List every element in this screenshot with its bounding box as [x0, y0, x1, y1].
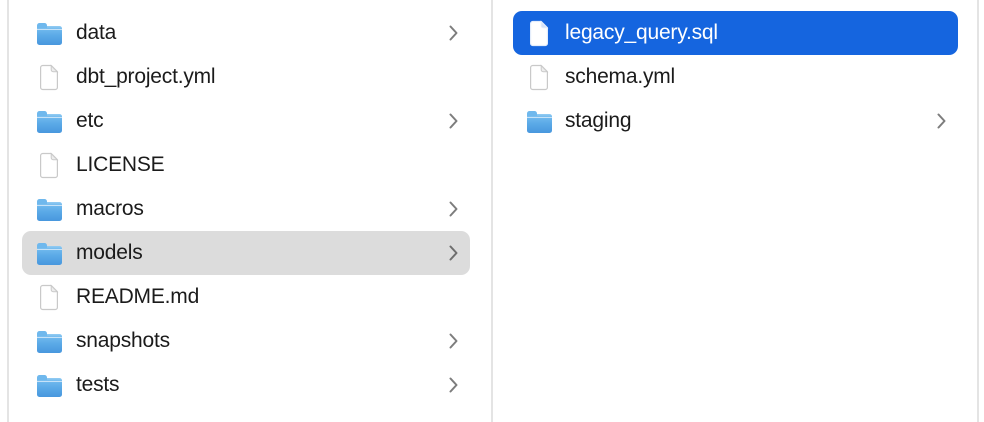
file-name: snapshots: [76, 329, 170, 352]
document-icon: [36, 150, 62, 180]
row-staging[interactable]: staging: [513, 99, 958, 143]
folder-icon: [36, 370, 62, 400]
file-name: etc: [76, 109, 104, 132]
column-divider-1[interactable]: [491, 0, 493, 422]
folder-icon: [526, 106, 552, 136]
folder-icon: [36, 238, 62, 268]
chevron-right-icon: [449, 333, 458, 349]
row-legacy-query-sql-selected[interactable]: legacy_query.sql: [513, 11, 958, 55]
sidebar-split-divider[interactable]: [7, 0, 9, 422]
document-icon: [36, 62, 62, 92]
file-name: README.md: [76, 285, 200, 308]
column-left: data dbt_project.yml etc LICENSE macros …: [8, 11, 491, 407]
chevron-right-icon: [449, 377, 458, 393]
file-name: legacy_query.sql: [565, 21, 718, 44]
file-name: models: [76, 241, 143, 264]
file-name: dbt_project.yml: [76, 65, 216, 88]
chevron-right-icon: [937, 113, 946, 129]
document-icon: [526, 18, 552, 48]
folder-icon: [36, 194, 62, 224]
row-readme-md[interactable]: README.md: [22, 275, 470, 319]
chevron-right-icon: [449, 25, 458, 41]
row-tests[interactable]: tests: [22, 363, 470, 407]
folder-icon: [36, 18, 62, 48]
chevron-right-icon: [449, 201, 458, 217]
row-snapshots[interactable]: snapshots: [22, 319, 470, 363]
chevron-right-icon: [449, 245, 458, 261]
column-divider-2[interactable]: [977, 0, 979, 422]
row-data[interactable]: data: [22, 11, 470, 55]
row-license[interactable]: LICENSE: [22, 143, 470, 187]
file-name: schema.yml: [565, 65, 676, 88]
file-name: staging: [565, 109, 632, 132]
file-name: macros: [76, 197, 144, 220]
row-dbt-project-yml[interactable]: dbt_project.yml: [22, 55, 470, 99]
row-etc[interactable]: etc: [22, 99, 470, 143]
file-name: data: [76, 21, 117, 44]
chevron-right-icon: [449, 113, 458, 129]
file-name: tests: [76, 373, 120, 396]
folder-icon: [36, 326, 62, 356]
row-schema-yml[interactable]: schema.yml: [513, 55, 958, 99]
file-name: LICENSE: [76, 153, 165, 176]
document-icon: [36, 282, 62, 312]
folder-icon: [36, 106, 62, 136]
row-macros[interactable]: macros: [22, 187, 470, 231]
document-icon: [526, 62, 552, 92]
row-models-selected[interactable]: models: [22, 231, 470, 275]
column-right: legacy_query.sql schema.yml staging: [493, 11, 978, 143]
